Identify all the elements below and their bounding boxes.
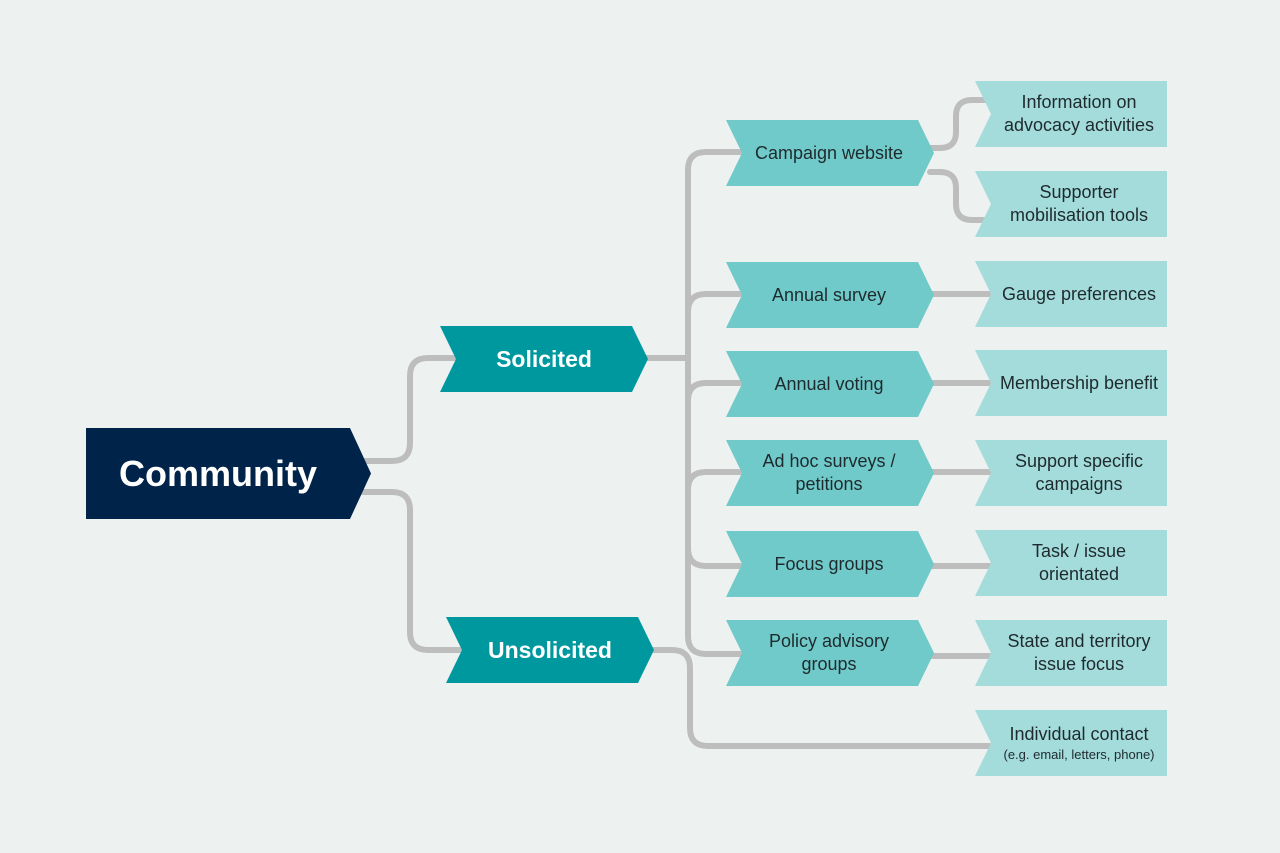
- channel-label: groups: [801, 654, 857, 674]
- outcome-membership-benefit: Membership benefit: [975, 350, 1167, 416]
- community-node: Community: [86, 428, 371, 519]
- channel-policy-advisory-groups: Policy advisory groups: [726, 620, 934, 686]
- outcome-label: Information on: [1021, 92, 1137, 112]
- connector-root-unsolicited: [359, 489, 463, 653]
- outcome-gauge-preferences: Gauge preferences: [975, 261, 1167, 327]
- outcome-label: Membership benefit: [999, 372, 1159, 393]
- outcome-label: campaigns: [1035, 474, 1123, 494]
- channel-label: Annual voting: [774, 373, 884, 394]
- channel-campaign-website: Campaign website: [726, 120, 934, 186]
- connector-unsolicited-contact: [649, 647, 993, 749]
- outcome-label: orientated: [1038, 564, 1120, 584]
- outcome-label: Gauge preferences: [1001, 283, 1157, 304]
- outcome-label: advocacy activities: [1003, 115, 1155, 135]
- outcome-label: issue focus: [1033, 654, 1125, 674]
- outcome-label: Support specific: [1014, 451, 1144, 471]
- channel-label: Ad hoc surveys /: [762, 451, 896, 471]
- connector-solicited-spine: [685, 149, 743, 173]
- outcome-label: State and territory: [1007, 631, 1151, 651]
- solicited-node: Solicited: [440, 326, 648, 392]
- outcome-label: mobilisation tools: [1009, 205, 1149, 225]
- outcome-task-issue: Task / issue orientated: [975, 530, 1167, 596]
- channel-label: Focus groups: [774, 553, 884, 574]
- outcome-individual-contact: Individual contact (e.g. email, letters,…: [975, 710, 1167, 776]
- community-label: Community: [119, 452, 317, 494]
- outcome-state-territory: State and territory issue focus: [975, 620, 1167, 686]
- channel-label: Policy advisory: [768, 631, 890, 651]
- channel-focus-groups: Focus groups: [726, 531, 934, 597]
- unsolicited-node: Unsolicited: [446, 617, 654, 683]
- outcome-support-campaigns: Support specific campaigns: [975, 440, 1167, 506]
- channel-label: petitions: [795, 474, 863, 494]
- outcome-supporter-tools: Supporter mobilisation tools: [975, 171, 1167, 237]
- channel-annual-survey: Annual survey: [726, 262, 934, 328]
- channel-label: Campaign website: [754, 142, 904, 163]
- solicited-label: Solicited: [496, 345, 592, 372]
- channel-annual-voting: Annual voting: [726, 351, 934, 417]
- outcome-label: Supporter: [1039, 182, 1119, 202]
- channel-label: Annual survey: [771, 284, 887, 305]
- outcome-note: (e.g. email, letters, phone): [1003, 747, 1155, 762]
- unsolicited-label: Unsolicited: [488, 636, 612, 663]
- outcome-information-advocacy: Information on advocacy activities: [975, 81, 1167, 147]
- outcome-label: Individual contact: [1009, 724, 1149, 744]
- connector-root-solicited: [359, 355, 458, 464]
- channel-ad-hoc-surveys: Ad hoc surveys / petitions: [726, 440, 934, 506]
- outcome-label: Task / issue: [1031, 541, 1127, 561]
